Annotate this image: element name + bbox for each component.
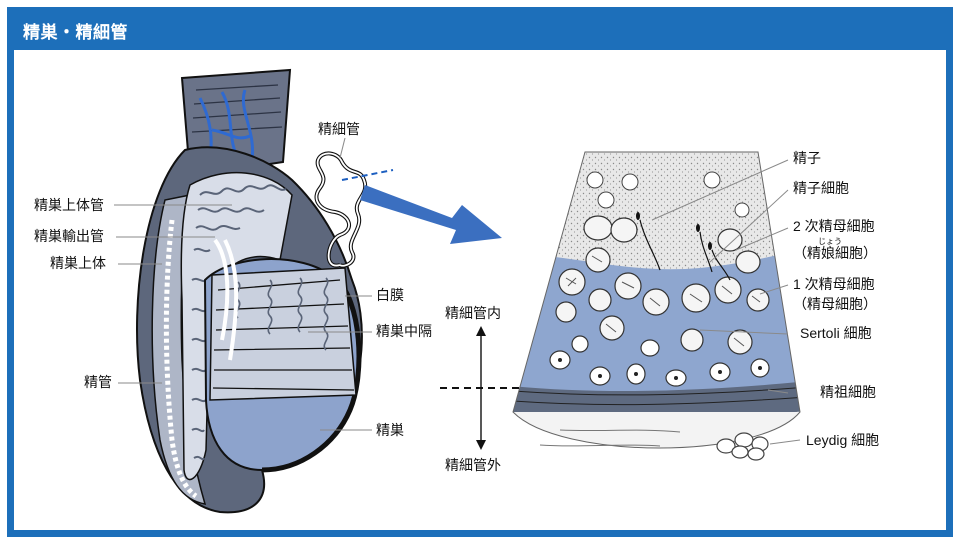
label-secondary-spermatocyte-alt: （精娘細胞） <box>793 245 877 261</box>
label-outside: 精細管外 <box>445 457 501 473</box>
label-secondary-spermatocyte: 2 次精母細胞 <box>793 218 875 234</box>
label-leydig: Leydig 細胞 <box>806 432 879 448</box>
label-efferent-ducts: 精巣輸出管 <box>34 228 104 244</box>
label-seminiferous-tubule: 精細管 <box>318 121 360 137</box>
label-epididymis-duct: 精巣上体管 <box>34 197 104 213</box>
testis-illustration <box>136 68 394 514</box>
label-sperm: 精子 <box>793 150 821 166</box>
zoom-arrow <box>360 185 502 244</box>
label-epididymis: 精巣上体 <box>50 255 106 271</box>
label-mediastinum: 精巣中隔 <box>376 323 432 339</box>
label-secondary-ruby: じょう <box>818 237 842 246</box>
inside-outside-axis <box>440 326 520 450</box>
label-testis: 精巣 <box>376 422 404 438</box>
leader-lines <box>114 137 801 445</box>
label-sertoli: Sertoli 細胞 <box>800 325 872 341</box>
page-title: 精巣・精細管 <box>23 23 128 42</box>
label-tunica-albuginea: 白膜 <box>376 287 404 303</box>
label-primary-spermatocyte: 1 次精母細胞 <box>793 276 875 292</box>
tubule-section <box>512 151 801 461</box>
label-primary-spermatocyte-alt: （精母細胞） <box>793 296 877 312</box>
lobules <box>209 267 357 401</box>
label-inside: 精細管内 <box>445 305 501 321</box>
title-bar: 精巣・精細管 <box>7 7 953 50</box>
label-spermatogonium: 精祖細胞 <box>820 384 876 400</box>
label-vas-deferens: 精管 <box>84 374 112 390</box>
label-spermatid: 精子細胞 <box>793 180 849 196</box>
blood-vessels <box>198 89 255 166</box>
